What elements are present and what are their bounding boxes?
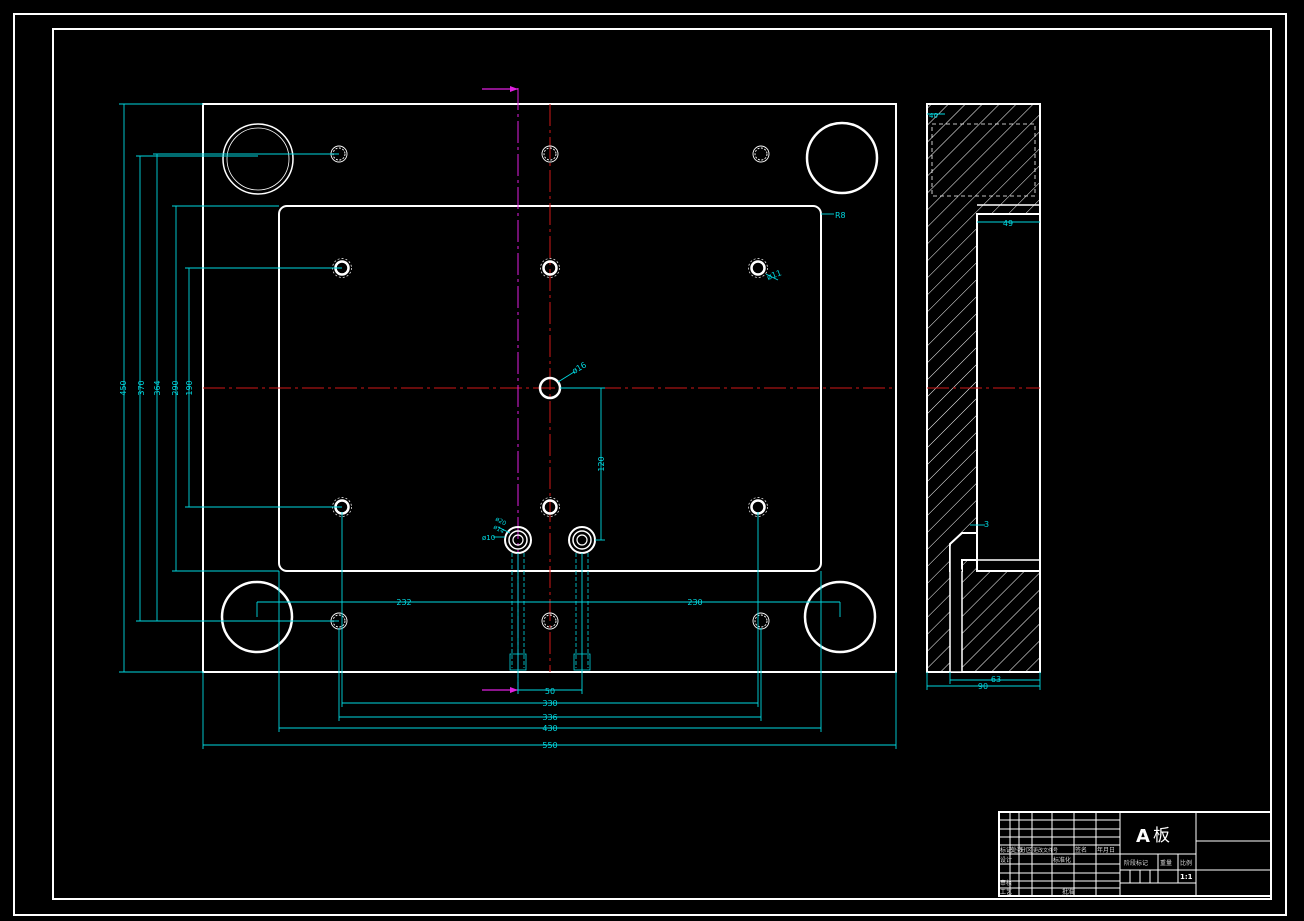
dim-dia-10: ø10 [482, 534, 495, 542]
inner-border [52, 28, 1272, 900]
tb-scale-value: 1:1 [1180, 873, 1193, 881]
dim-430: 430 [542, 724, 557, 733]
dim-120: 120 [597, 456, 606, 471]
dim-50: 50 [545, 687, 555, 696]
dim-dia-11: ø11 [766, 268, 783, 282]
tb-approve: 批准 [1062, 888, 1074, 896]
section-arrowhead-bottom [510, 687, 518, 693]
dim-336: 336 [542, 713, 557, 722]
section-arrowhead-top [510, 86, 518, 92]
dim-side-49: 49 [1003, 219, 1013, 228]
side-section-view: 40 49 3 63 90 [926, 103, 1041, 691]
front-view: 450 370 364 290 190 50 330 336 430 550 2… [119, 86, 897, 750]
tb-design: 设计 [1000, 856, 1012, 864]
hidden-bore-side [931, 123, 1036, 197]
tb-weight: 重量 [1160, 859, 1172, 867]
dim-dia-14: ø14 [492, 524, 505, 536]
dim-450: 450 [119, 380, 128, 395]
dim-side-40: 40 [929, 112, 938, 120]
dimension-lines-side [926, 113, 1041, 690]
dim-190: 190 [185, 380, 194, 395]
dim-side-63: 63 [991, 675, 1001, 684]
dim-550: 550 [542, 741, 557, 750]
tb-process: 工艺 [1000, 888, 1012, 896]
dim-232: 232 [396, 598, 411, 607]
outer-border [13, 13, 1287, 916]
dim-dia-20: ø20 [494, 516, 507, 528]
guide-hole-top-left [222, 123, 294, 195]
tb-review: 审核 [1000, 879, 1012, 887]
section-slot [949, 544, 963, 673]
dim-side-90: 90 [978, 682, 988, 691]
tb-count: 处数 [1011, 846, 1023, 854]
tb-standardize: 标准化 [1053, 856, 1071, 864]
tb-doc-no: 更改文件号 [1033, 847, 1058, 854]
title-block: A 板 标记 处数 分区 更改文件号 签名 年月日 设计 标准化 审核 工艺 批… [998, 811, 1272, 897]
tb-sign: 签名 [1075, 846, 1087, 854]
tb-stage-mark: 阶段标记 [1124, 859, 1148, 867]
tb-mark: 标记 [1000, 846, 1012, 854]
part-name-bold: A [1136, 826, 1150, 847]
dim-dia-16: ø16 [571, 360, 589, 375]
pocket-void [976, 213, 1041, 572]
guide-hole-bottom-right [803, 580, 877, 654]
dimension-lines-front [119, 103, 897, 749]
tb-date: 年月日 [1097, 846, 1115, 854]
dim-364: 364 [153, 380, 162, 395]
part-name: 板 [1153, 826, 1170, 846]
guide-hole-top-right [805, 121, 879, 195]
dim-230: 230 [687, 598, 702, 607]
dim-370: 370 [137, 380, 146, 395]
guide-hole-top-left-inner [226, 127, 290, 191]
dim-290: 290 [171, 380, 180, 395]
dim-side-3: 3 [984, 520, 989, 529]
guide-hole-bottom-left [220, 580, 294, 654]
tb-scale: 比例 [1180, 859, 1192, 867]
dim-330: 330 [542, 699, 557, 708]
dim-r8: R8 [835, 211, 846, 220]
tb-zone: 分区 [1020, 846, 1032, 854]
